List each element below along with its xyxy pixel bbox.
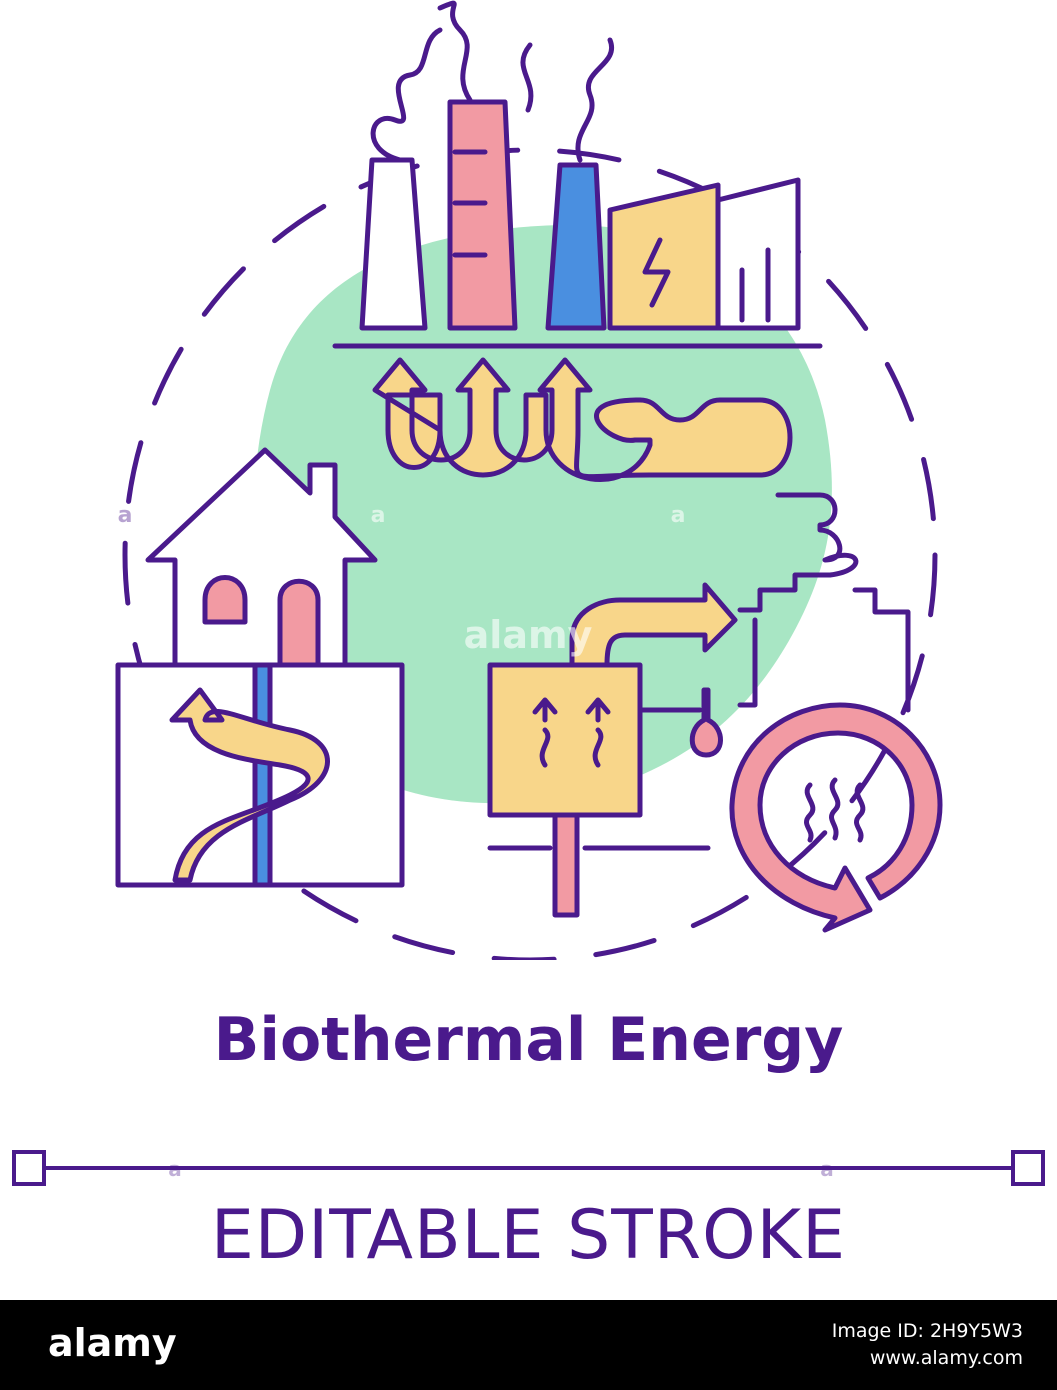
divider-line: a a (12, 1150, 1045, 1186)
dashed-circle-outline (122, 147, 938, 960)
footer-info: Image ID: 2H9Y5W3 www.alamy.com (832, 1318, 1023, 1372)
footer-website: www.alamy.com (869, 1347, 1023, 1369)
footer-bar: alamy Image ID: 2H9Y5W3 www.alamy.com (0, 1300, 1057, 1390)
divider-handle-right (1011, 1150, 1045, 1186)
page-title: Biothermal Energy (213, 1005, 844, 1075)
watermark-mark-left: a (371, 503, 386, 528)
divider-watermark-mark-left: a (168, 1157, 182, 1181)
heat-cycle-icon (729, 702, 943, 933)
divider-handle-left (12, 1150, 46, 1186)
underground-heat-arrows (372, 357, 793, 482)
house-geothermal-icon (115, 447, 405, 888)
subtitle: EDITABLE STROKE (210, 1196, 847, 1275)
footer-image-id: Image ID: 2H9Y5W3 (831, 1320, 1023, 1342)
heat-exchanger-icon (487, 492, 911, 918)
watermark-mark-right: a (671, 503, 686, 528)
watermark-mark-edge: a (118, 503, 133, 528)
alamy-logo: alamy (48, 1321, 177, 1365)
biothermal-energy-illustration: alamy a a a (115, 0, 943, 960)
divider-watermark-mark-right: a (820, 1157, 834, 1181)
watermark-text: alamy (464, 613, 593, 657)
svg-text:alamy: alamy (48, 1321, 177, 1365)
factory-icon (332, 0, 823, 349)
